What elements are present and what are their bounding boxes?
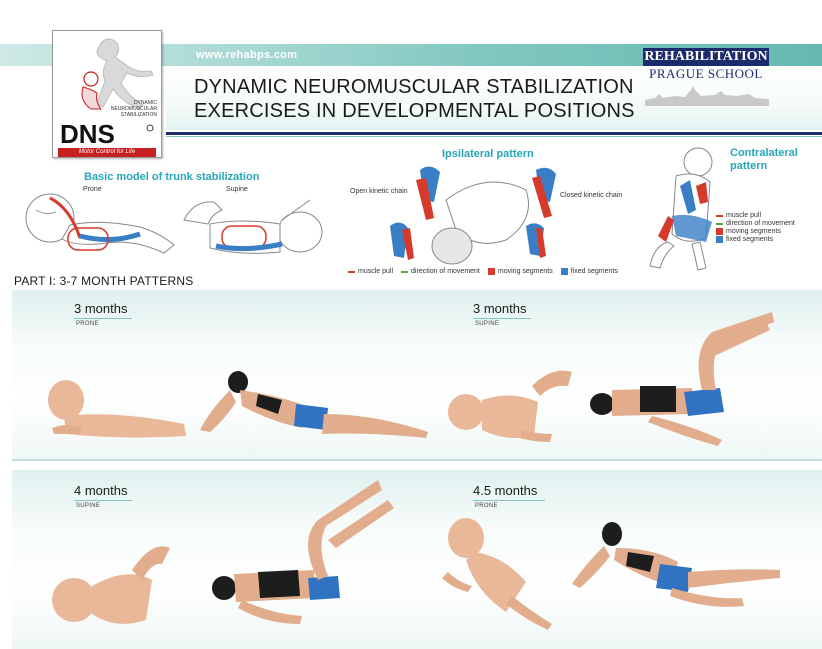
exercise-age-label: 4 months bbox=[74, 483, 128, 498]
baby-supine-4m-figure bbox=[52, 546, 170, 624]
dns-wordmark-text: DNS bbox=[60, 120, 115, 146]
age-underline bbox=[74, 500, 132, 501]
legend-item-muscle-pull: muscle pull bbox=[716, 212, 795, 219]
woman-supine-4m-figure bbox=[212, 480, 394, 624]
woman-supine-3m-figure bbox=[590, 312, 774, 446]
baby-prone-3m-figure bbox=[48, 380, 186, 438]
legend-swatch-icon bbox=[348, 270, 355, 273]
dns-logo bbox=[52, 30, 162, 158]
legend-item-direction: direction of movement bbox=[401, 268, 480, 275]
legend-item-moving: moving segments bbox=[716, 228, 795, 235]
prague-castle-icon bbox=[645, 86, 769, 106]
mother-child-silhouette-icon bbox=[81, 38, 154, 110]
exercise-position-label: PRONE bbox=[76, 321, 99, 327]
prone-baby-diagram bbox=[25, 193, 175, 254]
age-underline bbox=[74, 318, 132, 319]
legend-item-direction: direction of movement bbox=[716, 220, 795, 227]
dns-wordmark: DNS bbox=[60, 120, 154, 146]
legend-item-muscle-pull: muscle pull bbox=[348, 268, 393, 275]
prone-label: Prone bbox=[83, 186, 102, 193]
exercise-age-label: 3 months bbox=[74, 301, 128, 316]
legend-swatch-icon bbox=[560, 268, 568, 275]
legend-item-moving: moving segments bbox=[487, 268, 553, 275]
legend-swatch-icon bbox=[716, 236, 723, 243]
age-underline bbox=[473, 318, 531, 319]
woman-prone-45m-figure bbox=[572, 522, 780, 607]
basic-model-title: Basic model of trunk stabilization bbox=[84, 171, 260, 183]
contralateral-title-line2: pattern bbox=[730, 160, 768, 172]
ipsilateral-title: Ipsilateral pattern bbox=[442, 148, 534, 160]
page-title-line2: EXERCISES IN DEVELOPMENTAL POSITIONS bbox=[194, 100, 635, 122]
exercise-age-label: 4.5 months bbox=[473, 483, 538, 498]
exercise-age-label: 3 months bbox=[473, 301, 527, 316]
legend-swatch-icon bbox=[716, 222, 723, 225]
contralateral-pattern-drawing bbox=[649, 147, 713, 271]
ipsilateral-legend: muscle pull direction of movement moving… bbox=[348, 268, 618, 275]
website-url[interactable]: www.rehabps.com bbox=[196, 49, 298, 61]
legend-item-fixed: fixed segments bbox=[560, 268, 618, 275]
legend-swatch-icon bbox=[716, 214, 723, 217]
exercise-position-label: PRONE bbox=[475, 503, 498, 509]
panel-divider bbox=[12, 459, 822, 461]
baby-prone-45m-figure bbox=[442, 518, 552, 630]
woman-prone-3m-figure bbox=[200, 371, 428, 438]
part-title: PART I: 3-7 MONTH PATTERNS bbox=[14, 274, 194, 288]
legend-swatch-icon bbox=[487, 268, 495, 275]
closed-kinetic-chain-label: Closed kinetic chain bbox=[560, 192, 623, 199]
age-underline bbox=[473, 500, 545, 501]
open-kinetic-chain-label: Open kinetic chain bbox=[350, 188, 408, 195]
contralateral-title-line1: Contralateral bbox=[730, 147, 798, 159]
legend-swatch-icon bbox=[716, 228, 723, 235]
supine-label: Supine bbox=[226, 186, 248, 193]
header-divider-accent bbox=[166, 136, 822, 137]
logo-tagline: Motor Control for Life bbox=[58, 148, 156, 157]
school-name-line1: REHABILITATION bbox=[643, 48, 769, 66]
school-name-line2: PRAGUE SCHOOL bbox=[649, 66, 763, 81]
legend-item-fixed: fixed segments bbox=[716, 236, 795, 243]
header-divider bbox=[166, 132, 822, 135]
exercise-figures bbox=[48, 312, 780, 630]
exercise-position-label: SUPINE bbox=[76, 503, 101, 509]
legend-swatch-icon bbox=[401, 270, 409, 273]
page-title-line1: DYNAMIC NEUROMUSCULAR STABILIZATION bbox=[194, 76, 634, 98]
trunk-stabilization-drawing bbox=[25, 193, 323, 254]
supine-baby-diagram bbox=[183, 199, 323, 254]
exercise-position-label: SUPINE bbox=[475, 321, 500, 327]
ipsilateral-pattern-drawing bbox=[390, 166, 556, 265]
baby-supine-3m-figure bbox=[448, 370, 572, 442]
logo-subtitle: DYNAMIC NEUROMUSCULAR STABILIZATION bbox=[110, 100, 157, 118]
contralateral-legend: muscle pull direction of movement moving… bbox=[716, 212, 795, 243]
header-band bbox=[0, 44, 822, 66]
